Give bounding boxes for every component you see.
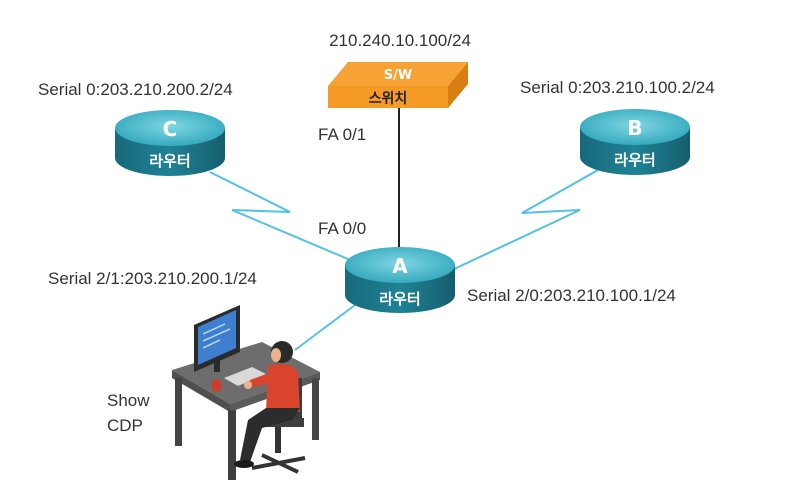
- router-c-label: 라우터: [149, 152, 190, 170]
- router-b-name: B: [627, 116, 642, 140]
- router-b-label: 라우터: [614, 151, 655, 169]
- person-legs: [240, 408, 300, 462]
- person-face: [271, 348, 281, 362]
- person-arm: [246, 372, 278, 388]
- monitor-screen: [198, 310, 236, 365]
- screen-line-3: [202, 339, 221, 349]
- chair-base-2: [261, 453, 299, 474]
- person-hand: [244, 381, 252, 389]
- switch-front-face: [328, 86, 448, 108]
- router-c-top: [115, 110, 225, 146]
- router-a-port-label: FA 0/0: [318, 219, 366, 238]
- router-c-name: C: [163, 117, 178, 141]
- router-b: B 라우터: [580, 109, 690, 175]
- person-torso: [266, 364, 300, 412]
- router-a-serial-left-label: Serial 2/1:203.210.200.1/24: [48, 269, 257, 288]
- router-c: C 라우터: [115, 110, 225, 176]
- mug: [212, 380, 221, 391]
- desk-leg-left: [175, 378, 182, 446]
- router-a-name: A: [392, 254, 408, 278]
- switch-side-face: [448, 62, 468, 108]
- switch-device: S/W 스위치: [328, 62, 468, 108]
- screen-line-2: [202, 328, 231, 342]
- serial-link-b-a: [451, 169, 599, 271]
- desk-front: [172, 370, 230, 412]
- workstation-illustration: [172, 305, 320, 480]
- desk-leg-front: [228, 410, 236, 480]
- screen-line-1: [202, 323, 226, 335]
- router-a-serial-right-label: Serial 2/0:203.210.100.1/24: [467, 286, 676, 305]
- person-shoe: [234, 460, 254, 468]
- switch-top-face: [328, 62, 468, 86]
- switch-ip-label: 210.240.10.100/24: [329, 31, 471, 50]
- router-b-serial-label: Serial 0:203.210.100.2/24: [520, 78, 715, 97]
- network-links: [209, 169, 599, 351]
- show-cdp-line2: CDP: [107, 416, 143, 435]
- keyboard: [224, 367, 266, 386]
- switch-top-label: S/W: [384, 68, 412, 83]
- router-b-top: [580, 109, 690, 145]
- ethernet-link-a-pc: [294, 304, 356, 351]
- router-a: A 라우터: [345, 247, 455, 313]
- router-a-top: [345, 247, 455, 283]
- chair-post: [275, 427, 281, 453]
- switch-front-label: 스위치: [369, 91, 408, 107]
- switch-port-label: FA 0/1: [318, 125, 366, 144]
- show-cdp-line1: Show: [107, 391, 150, 410]
- desk-leg-right: [312, 378, 319, 440]
- router-c-serial-label: Serial 0:203.210.200.2/24: [38, 80, 233, 99]
- serial-link-c-a: [209, 171, 356, 263]
- monitor-stand: [214, 360, 220, 372]
- router-a-label: 라우터: [379, 290, 420, 308]
